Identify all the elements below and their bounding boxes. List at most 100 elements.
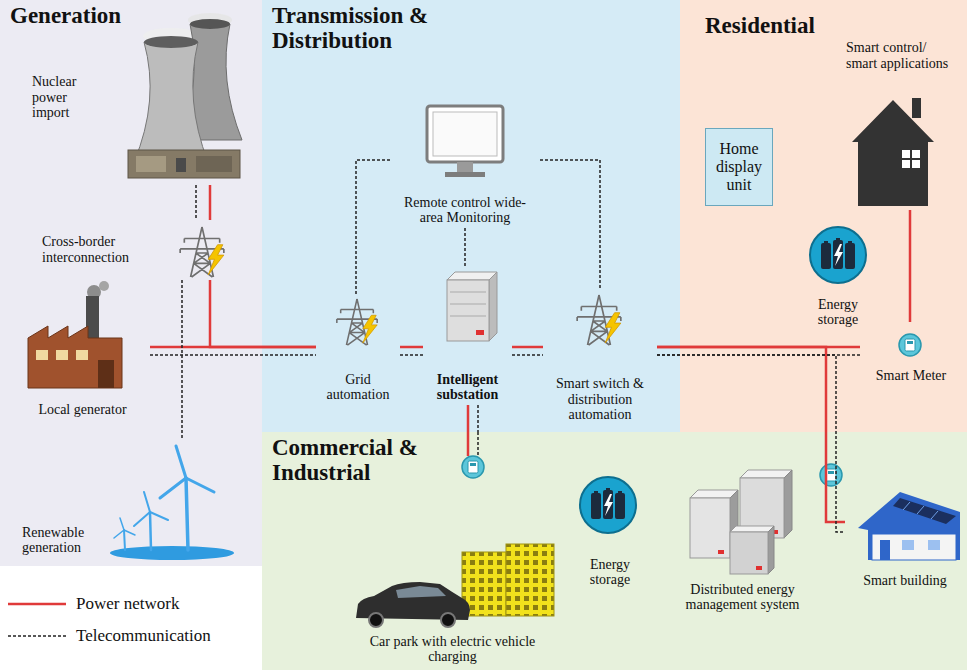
node-label: Energy storage bbox=[580, 557, 640, 588]
generation-source: Renewable generation bbox=[20, 440, 235, 558]
telecom-link bbox=[181, 280, 183, 440]
smart-building-icon bbox=[858, 492, 960, 560]
wind-turbine-icon bbox=[110, 546, 234, 560]
server-cluster-icon bbox=[718, 550, 724, 554]
smart-building-icon bbox=[872, 534, 956, 560]
factory-icon bbox=[98, 360, 114, 388]
server-cluster-icon bbox=[730, 526, 774, 532]
node-label: Smart switch & distribution automation bbox=[547, 376, 653, 423]
display-box: Home display unit bbox=[705, 128, 773, 206]
monitor-icon bbox=[427, 106, 503, 162]
house-icon bbox=[902, 160, 910, 168]
telecom-link bbox=[477, 405, 479, 432]
telecom-link bbox=[512, 354, 543, 356]
telecom-link bbox=[356, 160, 390, 295]
monitor-icon bbox=[427, 106, 503, 177]
factory-icon bbox=[28, 326, 122, 388]
monitor-icon bbox=[457, 162, 473, 172]
grid-device: Grid automation bbox=[316, 295, 400, 405]
power-line bbox=[467, 405, 470, 432]
server-icon bbox=[450, 292, 486, 293]
nuclear-plant-icon bbox=[196, 156, 232, 172]
region-band: Commercial & IndustrialCar park with ele… bbox=[262, 432, 967, 670]
nuclear-plant-icon bbox=[176, 158, 186, 172]
legend-sample bbox=[6, 631, 68, 641]
grid-device: Smart switch & distribution automation bbox=[543, 290, 657, 425]
ev-car-park-icon bbox=[441, 613, 455, 627]
nuclear-plant-icon bbox=[136, 156, 166, 172]
node-label: Smart building bbox=[863, 573, 947, 589]
house-icon bbox=[852, 100, 934, 206]
wind-turbine-icon bbox=[134, 512, 150, 526]
pylon-icon bbox=[180, 227, 224, 277]
house-icon bbox=[912, 150, 920, 158]
server-icon bbox=[450, 304, 486, 305]
telecom-link bbox=[464, 228, 466, 268]
interconnection: Cross-border interconnection bbox=[40, 220, 235, 280]
energy-storage-icon bbox=[580, 477, 636, 533]
house-icon bbox=[852, 98, 934, 206]
pylon-icon bbox=[577, 295, 621, 345]
node-label: Grid automation bbox=[320, 372, 396, 403]
smart-building-icon bbox=[917, 506, 924, 514]
telecom-link bbox=[540, 160, 600, 290]
nuclear-plant-icon bbox=[134, 42, 208, 162]
smart-building-icon bbox=[902, 540, 914, 550]
smart-building-icon bbox=[858, 492, 960, 560]
meter-icon bbox=[820, 464, 842, 486]
legend-line bbox=[8, 635, 66, 637]
server-cluster-icon bbox=[730, 532, 768, 574]
legend-sample bbox=[6, 599, 68, 609]
nuclear-plant-icon bbox=[128, 150, 240, 178]
server-icon bbox=[450, 316, 486, 317]
server-cluster-icon bbox=[784, 470, 792, 538]
wind-turbine-icon bbox=[186, 478, 214, 492]
server-cluster-icon bbox=[690, 470, 792, 574]
wind-turbine-icon bbox=[124, 530, 125, 550]
legend: Power networkTelecommunication bbox=[6, 588, 256, 652]
node-label: Smart control/ smart applications bbox=[846, 40, 960, 71]
wind-turbine-icon bbox=[114, 530, 124, 538]
ev-car-park-icon bbox=[506, 544, 554, 616]
server-cluster-icon bbox=[756, 566, 762, 570]
legend-label: Power network bbox=[76, 594, 179, 614]
node-label: Nuclear power import bbox=[32, 74, 94, 121]
pylon-icon bbox=[337, 299, 377, 345]
smart-building-icon bbox=[931, 511, 938, 519]
wind-turbine-icon bbox=[144, 492, 150, 512]
power-line bbox=[209, 185, 212, 220]
smart-building-icon bbox=[928, 540, 940, 550]
wind-turbine-icon bbox=[150, 512, 168, 520]
factory-icon bbox=[76, 350, 88, 360]
region-band: Transmission & DistributionRemote contro… bbox=[262, 0, 680, 432]
server-icon bbox=[447, 272, 497, 341]
server-icon bbox=[489, 272, 497, 341]
factory-icon bbox=[56, 350, 68, 360]
wind-turbine-icon bbox=[150, 512, 151, 550]
region-heading: Transmission & Distribution bbox=[272, 4, 467, 54]
server-cluster-icon bbox=[740, 470, 792, 478]
legend-row: Telecommunication bbox=[6, 620, 256, 652]
node-label: Intelligent substation bbox=[427, 372, 508, 403]
region-heading: Residential bbox=[705, 14, 815, 39]
node-label: Remote control wide-area Monitoring bbox=[394, 195, 536, 226]
factory-icon bbox=[99, 281, 109, 291]
node-label: Smart Meter bbox=[876, 368, 946, 384]
power-line bbox=[400, 346, 423, 349]
legend-label: Telecommunication bbox=[76, 626, 211, 646]
ev-car-park-icon bbox=[356, 544, 554, 627]
region-heading: Generation bbox=[10, 4, 121, 29]
factory-icon bbox=[36, 350, 48, 360]
house-icon bbox=[912, 98, 921, 118]
smart-building-icon bbox=[893, 498, 956, 524]
legend-line bbox=[8, 603, 66, 606]
ev-car-park-icon bbox=[396, 586, 446, 598]
region-heading: Commercial & Industrial bbox=[272, 436, 447, 486]
node-label: Home display unit bbox=[710, 140, 768, 194]
house-icon bbox=[912, 160, 920, 168]
feeder-wire bbox=[468, 432, 478, 456]
factory-icon bbox=[28, 281, 122, 388]
wind-turbine-icon bbox=[124, 530, 135, 535]
node-label: Distributed energy management system bbox=[668, 582, 818, 613]
